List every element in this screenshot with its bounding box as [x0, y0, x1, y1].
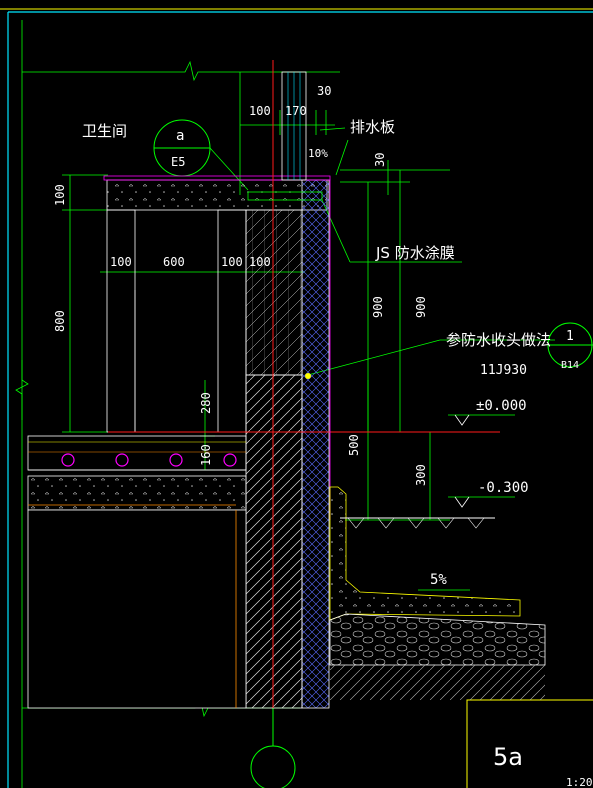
dim-30-right: 30	[373, 153, 387, 167]
label-elev-minus: -0.300	[478, 480, 529, 496]
label-bathroom: 卫生间	[82, 122, 127, 140]
dim-170: 170	[285, 104, 307, 118]
label-slope-small: 10%	[308, 147, 328, 160]
dim-500: 500	[347, 434, 361, 456]
dim-100-b: 100	[221, 255, 243, 269]
dim-300: 300	[414, 464, 428, 486]
label-scale: 1:20	[566, 776, 593, 788]
dim-900-b: 900	[414, 296, 428, 318]
dim-100-left: 100	[53, 184, 67, 206]
dim-600: 600	[163, 255, 185, 269]
callout-a-bottom: E5	[171, 155, 185, 169]
label-drain-board: 排水板	[350, 118, 395, 136]
label-ref-atlas: 11J930	[480, 363, 527, 378]
elevation-markers	[454, 414, 470, 508]
label-detail-no: 5a	[493, 743, 523, 771]
dim-30-top: 30	[317, 84, 331, 98]
dim-100-c: 100	[249, 255, 271, 269]
text-labels: 卫生间 排水板 JS 防水涂膜 参防水收头做法 11J930 a E5 1 B1…	[82, 118, 593, 788]
callout-1-bottom: B14	[561, 360, 579, 371]
dim-160: 160	[199, 444, 213, 466]
label-js-membrane: JS 防水涂膜	[375, 244, 455, 262]
building-structure	[27, 60, 546, 709]
dim-100-a: 100	[110, 255, 132, 269]
dimension-values: 100 170 30 30 100 800 100 600 100 100 28…	[53, 84, 428, 486]
dim-900-a: 900	[371, 296, 385, 318]
dim-280: 280	[199, 392, 213, 414]
label-slope-ground: 5%	[430, 572, 447, 588]
label-elev-zero: ±0.000	[476, 398, 527, 414]
callout-1-top: 1	[566, 329, 574, 344]
detail-label-box	[466, 699, 593, 788]
dim-800: 800	[53, 310, 67, 332]
label-ref-waterproof: 参防水收头做法	[446, 331, 551, 349]
dim-100-top: 100	[249, 104, 271, 118]
callout-a-top: a	[176, 128, 184, 144]
